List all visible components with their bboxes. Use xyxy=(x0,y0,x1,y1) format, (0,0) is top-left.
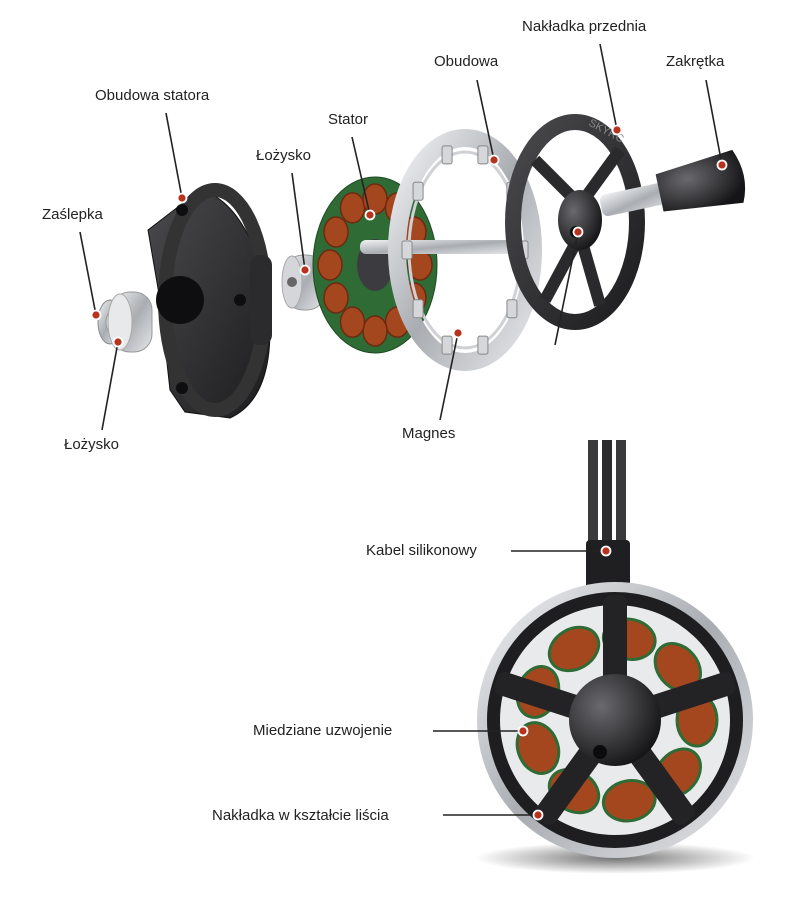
magnet-segment xyxy=(477,335,489,355)
leader-obudowa-shaft xyxy=(554,231,579,346)
magnet-segment xyxy=(401,240,413,260)
leader-zakretka-marker xyxy=(716,159,728,171)
magnet-segment xyxy=(412,299,424,319)
stator-housing-part xyxy=(147,183,272,419)
assembled-motor-part xyxy=(477,582,753,858)
leader-zakretka xyxy=(705,79,723,166)
leader-nakladka-przednia xyxy=(599,43,618,131)
magnet-segment xyxy=(441,145,453,165)
label-zakretka: Zakrętka xyxy=(666,53,725,70)
leader-obudowa xyxy=(476,79,495,161)
leader-miedziane-uzwojenie-marker xyxy=(517,725,529,737)
copper-coil xyxy=(323,282,349,314)
leader-lozysko-top-marker xyxy=(299,264,311,276)
label-obudowa: Obudowa xyxy=(434,53,499,70)
copper-coil xyxy=(339,306,366,338)
leader-nakladka-lisc-marker xyxy=(532,809,544,821)
cable-part xyxy=(586,440,630,590)
assembled-copper-coil xyxy=(547,625,601,673)
label-zaslepka: Zaślepka xyxy=(42,206,103,223)
leader-obudowa-shaft-marker xyxy=(572,226,584,238)
assembled-copper-coil xyxy=(515,721,561,775)
leader-magnes-marker xyxy=(452,327,464,339)
label-nakladka-lisc: Nakładka w kształcie liścia xyxy=(212,807,389,824)
leader-zaslepka-marker xyxy=(90,309,102,321)
bell-housing-part xyxy=(388,129,542,371)
label-kabel-silikonowy: Kabel silikonowy xyxy=(366,542,477,559)
label-obudowa-statora: Obudowa statora xyxy=(95,87,210,104)
magnet-segment xyxy=(506,299,518,319)
magnet-segment xyxy=(477,145,489,165)
leader-obudowa-statora xyxy=(165,112,183,199)
leader-lozysko-bottom xyxy=(101,341,119,431)
leader-obudowa-statora-marker xyxy=(176,192,188,204)
magnet-segment xyxy=(412,181,424,201)
leader-zaslepka xyxy=(79,231,97,316)
label-miedziane-uzwojenie: Miedziane uzwojenie xyxy=(253,722,393,739)
leader-lozysko-bottom-marker xyxy=(112,336,124,348)
copper-coil xyxy=(317,249,343,281)
leader-kabel-silikonowy-marker xyxy=(600,545,612,557)
label-stator: Stator xyxy=(328,111,369,128)
leader-magnes xyxy=(439,332,459,421)
leader-stator-marker xyxy=(364,209,376,221)
leader-nakladka-przednia-marker xyxy=(611,124,623,136)
copper-coil xyxy=(323,216,349,248)
bearing-rear-part xyxy=(107,291,153,353)
assembled-copper-coil xyxy=(601,779,657,823)
leader-stator xyxy=(351,136,371,216)
leader-obudowa-marker xyxy=(488,154,500,166)
label-magnes: Magnes xyxy=(402,425,456,442)
label-nakladka-przednia: Nakładka przednia xyxy=(522,18,647,35)
label-lozysko-top: Łożysko xyxy=(256,147,312,164)
leader-lozysko-top xyxy=(291,172,306,271)
magnet-segment xyxy=(441,335,453,355)
label-lozysko-bottom: Łożysko xyxy=(64,436,120,453)
